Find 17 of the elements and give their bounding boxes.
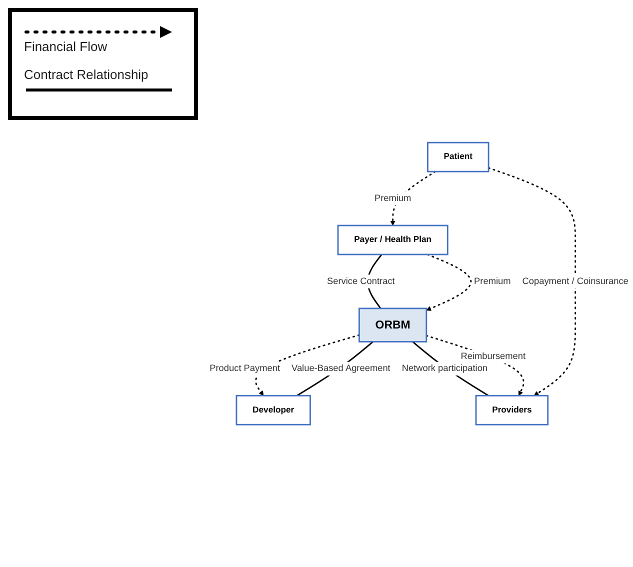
edge-label: Value-Based Agreement [292, 363, 390, 374]
node-box: Payer / Health Plan [337, 224, 448, 256]
edge-label: Premium [374, 193, 412, 204]
edge-label: Service Contract [326, 276, 395, 286]
edge-label: Copayment / Coinsurance [522, 276, 628, 286]
arrow [426, 254, 472, 311]
edge-label: Reimbursement [460, 351, 526, 362]
node-box: ORBM [358, 308, 428, 342]
arrow [488, 167, 576, 396]
node-box: Patient [427, 142, 490, 172]
edge-label: Network participation [402, 363, 488, 374]
legend-text: Contract Relationship [24, 67, 148, 82]
legend-text: Financial Flow [24, 39, 108, 54]
edge-label: Premium [474, 276, 511, 286]
node-box: Providers [475, 394, 549, 426]
edge-label: Product Payment [210, 363, 280, 374]
node-box: Developer [236, 394, 311, 426]
